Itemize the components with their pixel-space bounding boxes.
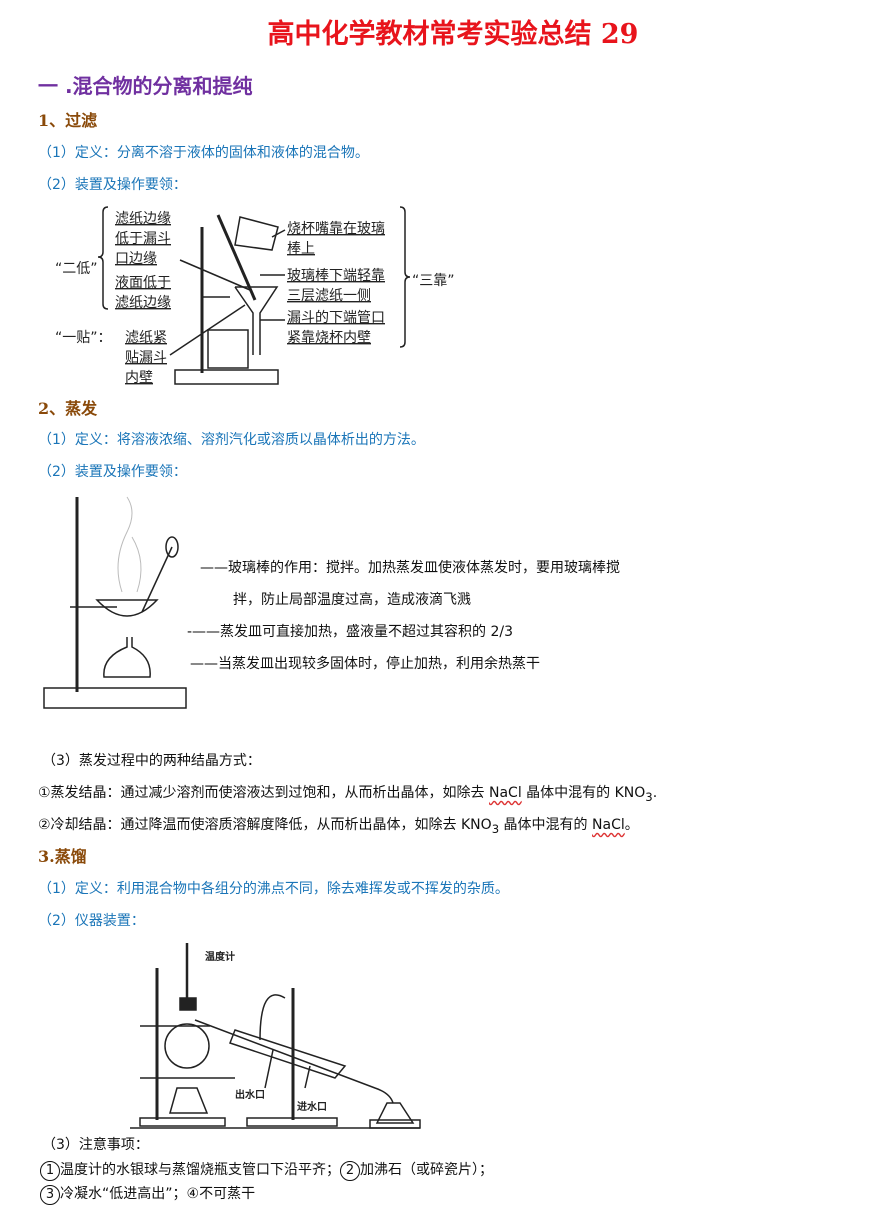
label: “一贴”： <box>55 330 112 346</box>
label: “二低” <box>55 261 98 277</box>
label: 液面低于 <box>115 275 171 291</box>
distillation-definition: （1）定义：利用混合物中各组分的沸点不同，除去难挥发或不挥发的杂质。 <box>38 881 509 897</box>
thermometer-label: 温度计 <box>205 950 235 963</box>
evaporation-note-stop: ——当蒸发皿出现较多固体时，停止加热，利用余热蒸干 <box>190 656 540 672</box>
label: 玻璃棒下端轻靠 <box>287 267 385 284</box>
crystallization-heading: （3）蒸发过程中的两种结晶方式： <box>42 753 261 769</box>
label: 滤纸紧 <box>125 330 167 346</box>
label: 滤纸边缘 <box>115 295 171 311</box>
label: 低于漏斗 <box>115 231 171 247</box>
label: 棒上 <box>287 241 315 257</box>
distillation-diagram: 温度计 出水口 进水口 <box>130 943 421 1129</box>
evaporation-device-label: （2）装置及操作要领： <box>38 464 187 480</box>
cooling-crystallization: ②冷却结晶：通过降温而使溶质溶解度降低，从而析出晶体，如除去 KNO3 晶体中混… <box>38 817 639 836</box>
label: 内壁 <box>125 370 153 386</box>
evaporation-note-rod: ——玻璃棒的作用：搅拌。加热蒸发皿使液体蒸发时，要用玻璃棒搅 <box>200 560 620 576</box>
evaporative-crystallization: ①蒸发结晶：通过减少溶剂而使溶液达到过饱和，从而析出晶体，如除去 NaCl 晶体… <box>38 785 658 804</box>
distillation-heading: 3.蒸馏 <box>38 847 87 866</box>
label: 烧杯嘴靠在玻璃 <box>287 220 385 237</box>
filtration-definition: （1）定义：分离不溶于液体的固体和液体的混合物。 <box>38 145 369 161</box>
filtration-heading: 1、过滤 <box>38 111 98 130</box>
distillation-device-label: （2）仪器装置： <box>38 913 145 929</box>
section-heading: 一 .混合物的分离和提纯 <box>38 74 253 98</box>
label: “三靠” <box>412 273 455 289</box>
page-title: 高中化学教材常考实验总结 29 <box>267 19 639 50</box>
evaporation-heading: 2、蒸发 <box>38 399 98 418</box>
label: 紧靠烧杯内壁 <box>287 330 371 346</box>
evaporation-note-rod-cont: 拌，防止局部温度过高，造成液滴飞溅 <box>233 592 471 608</box>
label: 三层滤纸一侧 <box>287 288 371 304</box>
label: 滤纸边缘 <box>115 211 171 227</box>
water-outlet-label: 出水口 <box>235 1088 265 1101</box>
evaporation-definition: （1）定义：将溶液浓缩、溶剂汽化或溶质以晶体析出的方法。 <box>38 432 425 448</box>
evaporation-diagram <box>43 496 187 709</box>
water-inlet-label: 进水口 <box>297 1100 327 1113</box>
filtration-device-label: （2）装置及操作要领： <box>38 177 187 193</box>
label: 贴漏斗 <box>125 350 167 366</box>
evaporation-note-dish: -——蒸发皿可直接加热，盛液量不超过其容积的 2/3 <box>187 624 514 640</box>
filtration-diagram: 滤纸边缘 低于漏斗 口边缘 液面低于 滤纸边缘 滤纸紧 贴漏斗 内壁 烧杯嘴靠在… <box>55 206 455 386</box>
distillation-notes-heading: （3）注意事项： <box>42 1137 149 1153</box>
label: 漏斗的下端管口 <box>287 310 385 326</box>
label: 口边缘 <box>115 251 157 267</box>
